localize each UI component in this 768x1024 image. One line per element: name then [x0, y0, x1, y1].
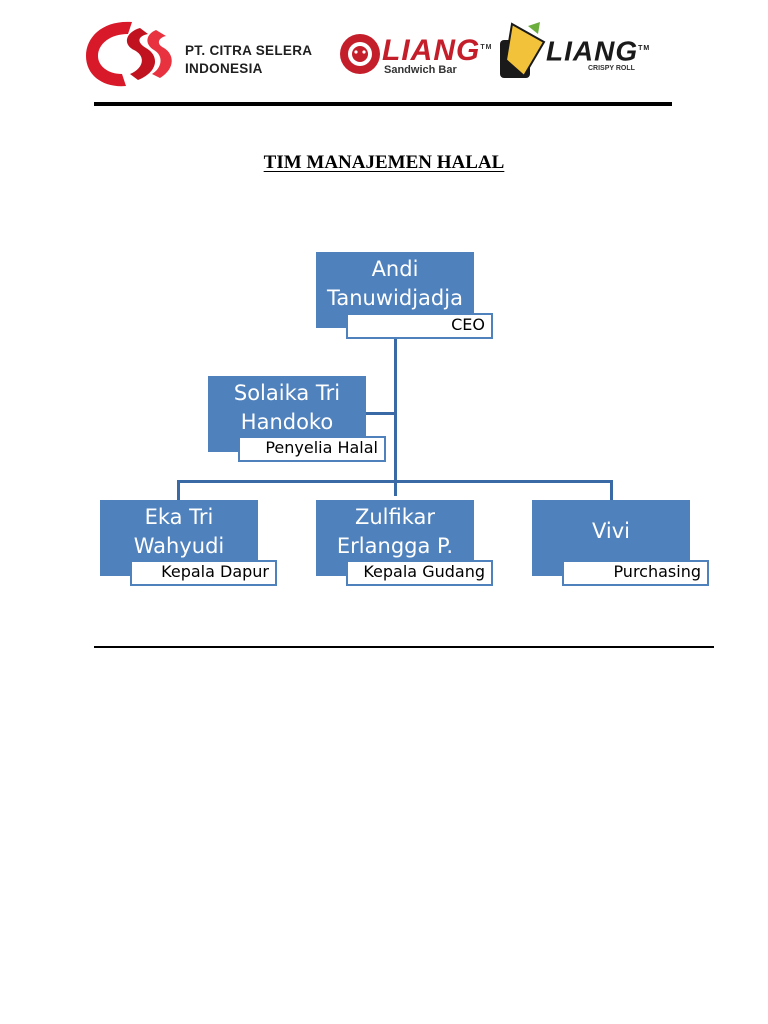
staff-1-role-label: Kepala Dapur: [130, 560, 277, 586]
company-name-line2: INDONESIA: [185, 61, 263, 76]
staff-1-name-line2: Wahyudi: [133, 534, 225, 558]
brand1-subtitle: Sandwich Bar: [384, 64, 457, 76]
staff-1-name-line1: Eka Tri: [144, 505, 214, 529]
ceo-name-line1: Andi: [371, 257, 419, 281]
ceo-name-line2: Tanuwidjadja: [327, 286, 463, 310]
page-title: TIM MANAJEMEN HALAL: [263, 152, 505, 173]
staff-2-name-line1: Zulfikar: [354, 505, 436, 529]
connector-staff-right: [610, 480, 613, 500]
connector-ceo-vertical: [394, 338, 397, 496]
company-name-line1: PT. CITRA SELERA: [185, 43, 313, 58]
connector-staff-horizontal: [177, 480, 613, 483]
footer-divider: [94, 646, 714, 648]
staff-2-role-label: Kepala Gudang: [346, 560, 493, 586]
staff-3-name-line1: Vivi: [591, 518, 630, 543]
brand2-trademark: TM: [638, 45, 651, 52]
brand1-trademark: TM: [480, 44, 493, 51]
ceo-role-label: CEO: [346, 313, 493, 339]
brand2-subtitle: CRISPY ROLL: [588, 65, 635, 72]
connector-supervisor: [366, 412, 396, 415]
crispy-roll-logo-icon: [500, 22, 546, 78]
connector-staff-left: [177, 480, 180, 500]
brand1-name: LIANGTM: [382, 34, 493, 67]
lion-logo-icon: [340, 34, 380, 74]
supervisor-name-line2: Handoko: [240, 410, 334, 434]
supervisor-role-label: Penyelia Halal: [238, 436, 386, 462]
staff-2-name-line2: Erlangga P.: [336, 534, 454, 558]
staff-3-role-label: Purchasing: [562, 560, 709, 586]
header-divider: [94, 102, 672, 106]
brand2-name: LIANGTM: [546, 35, 651, 67]
supervisor-name-line1: Solaika Tri: [233, 381, 341, 405]
citra-selera-logo-icon: [86, 21, 172, 87]
